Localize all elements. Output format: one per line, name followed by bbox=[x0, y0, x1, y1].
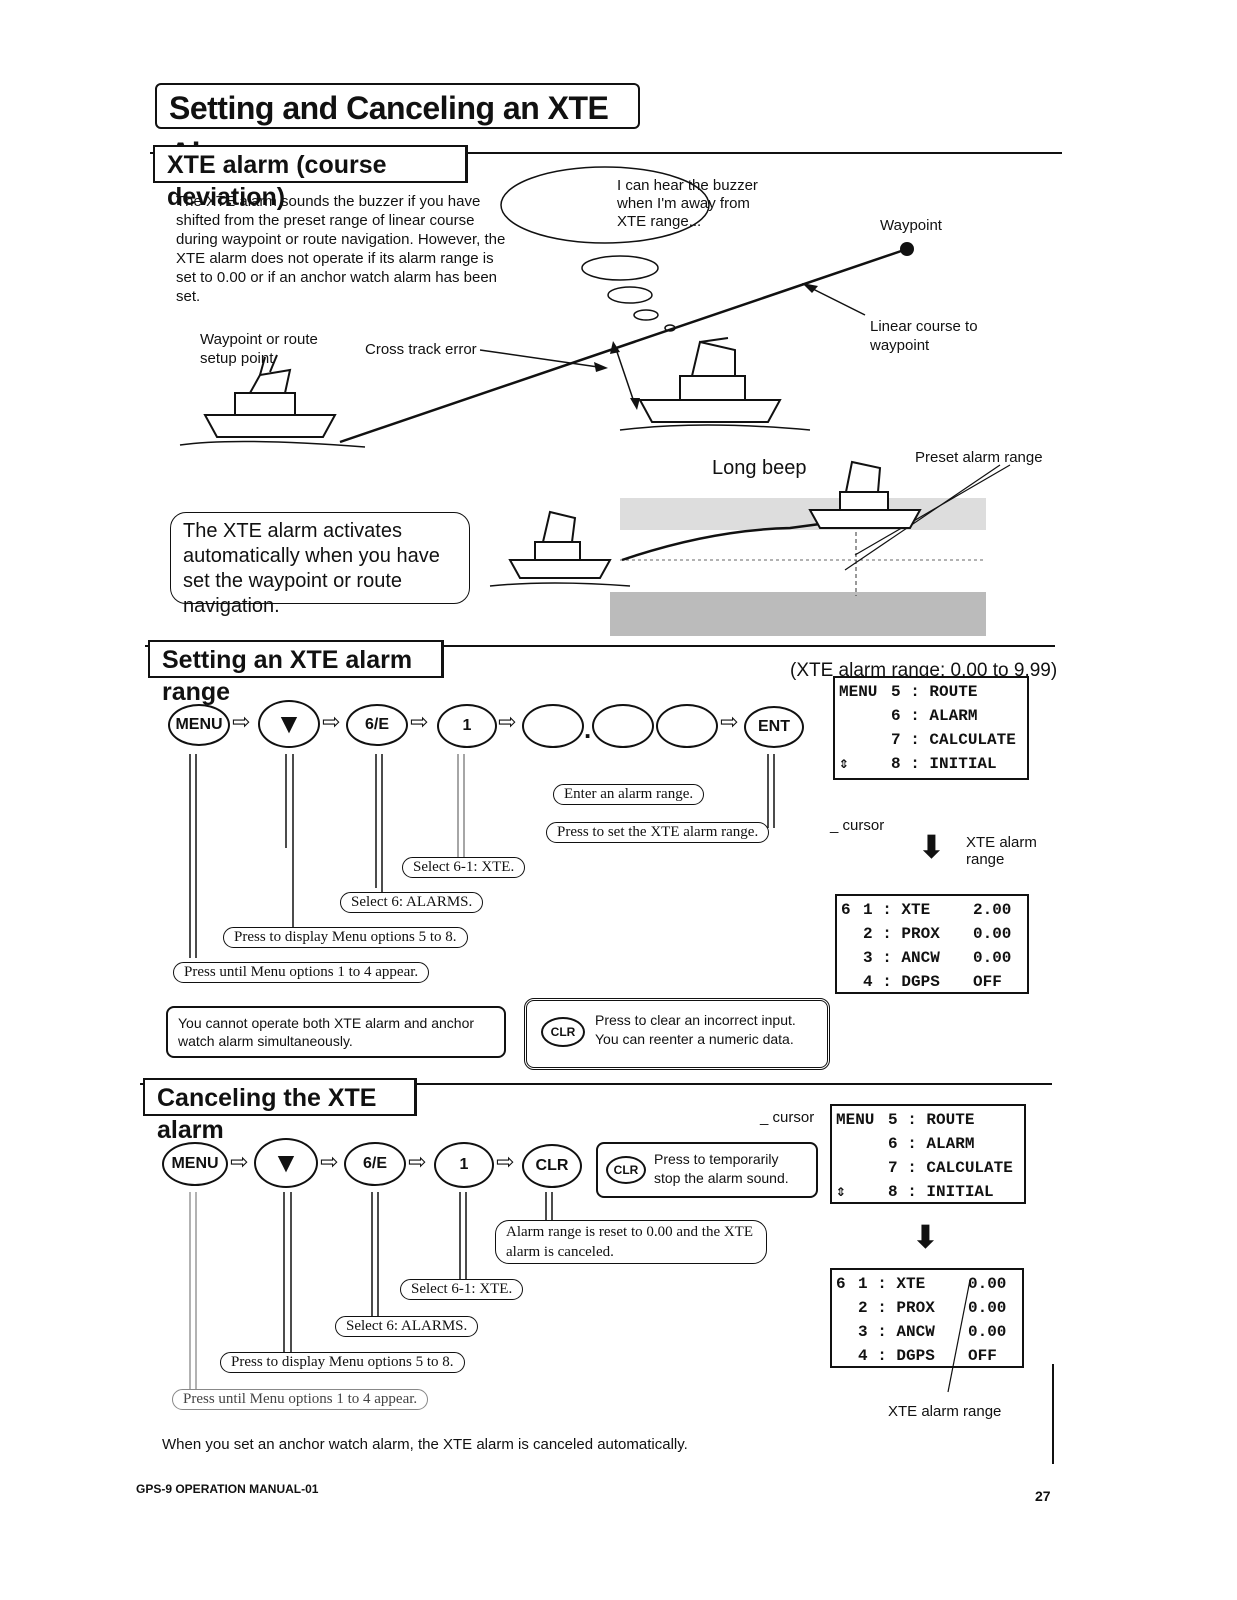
clr-note-box: CLR Press to clear an incorrect input. Y… bbox=[524, 998, 830, 1070]
label-preset-alarm-range: Preset alarm range bbox=[915, 449, 1043, 466]
callout-press-until: Press until Menu options 1 to 4 appear. bbox=[172, 1389, 429, 1410]
callout-press-until: Press until Menu options 1 to 4 appear. bbox=[173, 962, 430, 983]
down-key[interactable]: ▼ bbox=[258, 700, 320, 748]
arrow-icon: ⇨ bbox=[720, 710, 739, 735]
section-heading-setting-range: Setting an XTE alarm range bbox=[148, 640, 444, 706]
label-waypoint-or-route: Waypoint or route setup point bbox=[200, 331, 318, 367]
clr-key[interactable]: CLR bbox=[522, 1144, 582, 1188]
clr-stop-text: Press to temporarily stop the alarm soun… bbox=[654, 1151, 789, 1186]
lcd-row: 6 : ALARM bbox=[891, 707, 978, 725]
arrow-icon: ⇨ bbox=[410, 710, 429, 735]
page-title: Setting and Canceling an XTE Alarm bbox=[155, 83, 640, 172]
cursor-label: _ cursor bbox=[760, 1109, 815, 1126]
callout-select-6: Select 6: ALARMS. bbox=[340, 892, 484, 913]
one-key[interactable]: 1 bbox=[434, 1142, 494, 1188]
section-rule bbox=[150, 152, 1062, 154]
digit-entry-1[interactable] bbox=[522, 704, 584, 748]
callout-select-6: Select 6: ALARMS. bbox=[335, 1316, 479, 1337]
menu-key[interactable]: MENU bbox=[162, 1142, 228, 1186]
label-waypoint: Waypoint bbox=[880, 217, 942, 234]
lcd-row: ⇕8 : INITIAL bbox=[839, 755, 997, 773]
margin-rule bbox=[1052, 1364, 1054, 1464]
lcd-row: ⇕8 : INITIAL bbox=[836, 1183, 994, 1201]
callout-lines bbox=[189, 754, 775, 958]
lcd-row: 7 : CALCULATE bbox=[888, 1159, 1013, 1177]
label-linear-course: Linear course to waypoint bbox=[870, 318, 978, 354]
anchor-note: When you set an anchor watch alarm, the … bbox=[162, 1436, 688, 1453]
thought-bubble-text: I can hear the buzzer when I'm away from… bbox=[617, 177, 758, 230]
down-arrow-icon: ⬇ bbox=[918, 828, 945, 866]
label-cross-track-error: Cross track error bbox=[365, 341, 477, 358]
down-key[interactable]: ▼ bbox=[254, 1138, 318, 1188]
label-long-beep: Long beep bbox=[712, 457, 807, 479]
section-rule bbox=[145, 645, 1055, 647]
section-heading-canceling: Canceling the XTE alarm bbox=[143, 1078, 417, 1144]
menu-key[interactable]: MENU bbox=[168, 704, 230, 746]
clr-stop-box: CLR Press to temporarily stop the alarm … bbox=[596, 1142, 818, 1198]
lcd-row: 7 : CALCULATE bbox=[891, 731, 1016, 749]
digit-entry-2[interactable] bbox=[592, 704, 654, 748]
arrow-icon: ⇨ bbox=[496, 1150, 515, 1175]
six-e-key[interactable]: 6/E bbox=[346, 704, 408, 746]
callout-lines bbox=[189, 1192, 553, 1393]
cursor-label: _ cursor bbox=[830, 817, 885, 834]
simultaneous-warning: You cannot operate both XTE alarm and an… bbox=[166, 1006, 506, 1058]
arrow-icon: ⇨ bbox=[230, 1150, 249, 1175]
arrow-icon: ⇨ bbox=[322, 710, 341, 735]
xte-range-label: XTE alarm range bbox=[966, 834, 1037, 868]
callout-select-6-1: Select 6-1: XTE. bbox=[400, 1279, 524, 1300]
callout-press-display: Press to display Menu options 5 to 8. bbox=[220, 1352, 465, 1373]
down-arrow-icon: ⬇ bbox=[912, 1218, 939, 1256]
six-e-key[interactable]: 6/E bbox=[344, 1142, 406, 1186]
callout-reset: Alarm range is reset to 0.00 and the XTE… bbox=[495, 1220, 767, 1264]
digit-entry-3[interactable] bbox=[656, 704, 718, 748]
callout-select-6-1: Select 6-1: XTE. bbox=[402, 857, 526, 878]
section-heading-xte-alarm: XTE alarm (course deviation) bbox=[153, 145, 468, 211]
xte-range-pointer bbox=[947, 1279, 971, 1393]
page-number: 27 bbox=[1035, 1488, 1051, 1504]
section-rule bbox=[140, 1083, 1052, 1085]
arrow-icon: ⇨ bbox=[232, 710, 251, 735]
footer-manual-id: GPS-9 OPERATION MANUAL-01 bbox=[136, 1482, 319, 1496]
lcd-row: 6 : ALARM bbox=[888, 1135, 975, 1153]
one-key[interactable]: 1 bbox=[437, 704, 497, 748]
intro-paragraph: The XTE alarm sounds the buzzer if you h… bbox=[176, 193, 506, 305]
clr-note-text: Press to clear an incorrect input. You c… bbox=[595, 1012, 796, 1047]
auto-activation-note: The XTE alarm activates automatically wh… bbox=[170, 512, 470, 617]
clr-key[interactable]: CLR bbox=[606, 1156, 646, 1184]
arrow-icon: ⇨ bbox=[498, 710, 517, 735]
course-deviation-illustration bbox=[179, 166, 1011, 636]
decimal-point: . bbox=[584, 714, 592, 744]
ent-key[interactable]: ENT bbox=[744, 706, 804, 748]
arrow-icon: ⇨ bbox=[408, 1150, 427, 1175]
xte-range-note: (XTE alarm range: 0.00 to 9.99) bbox=[790, 660, 1058, 681]
callout-press-set: Press to set the XTE alarm range. bbox=[546, 822, 770, 843]
xte-range-label: XTE alarm range bbox=[888, 1403, 1002, 1420]
clr-key[interactable]: CLR bbox=[541, 1017, 585, 1047]
callout-enter-range: Enter an alarm range. bbox=[553, 784, 705, 805]
callout-press-display: Press to display Menu options 5 to 8. bbox=[223, 927, 468, 948]
arrow-icon: ⇨ bbox=[320, 1150, 339, 1175]
